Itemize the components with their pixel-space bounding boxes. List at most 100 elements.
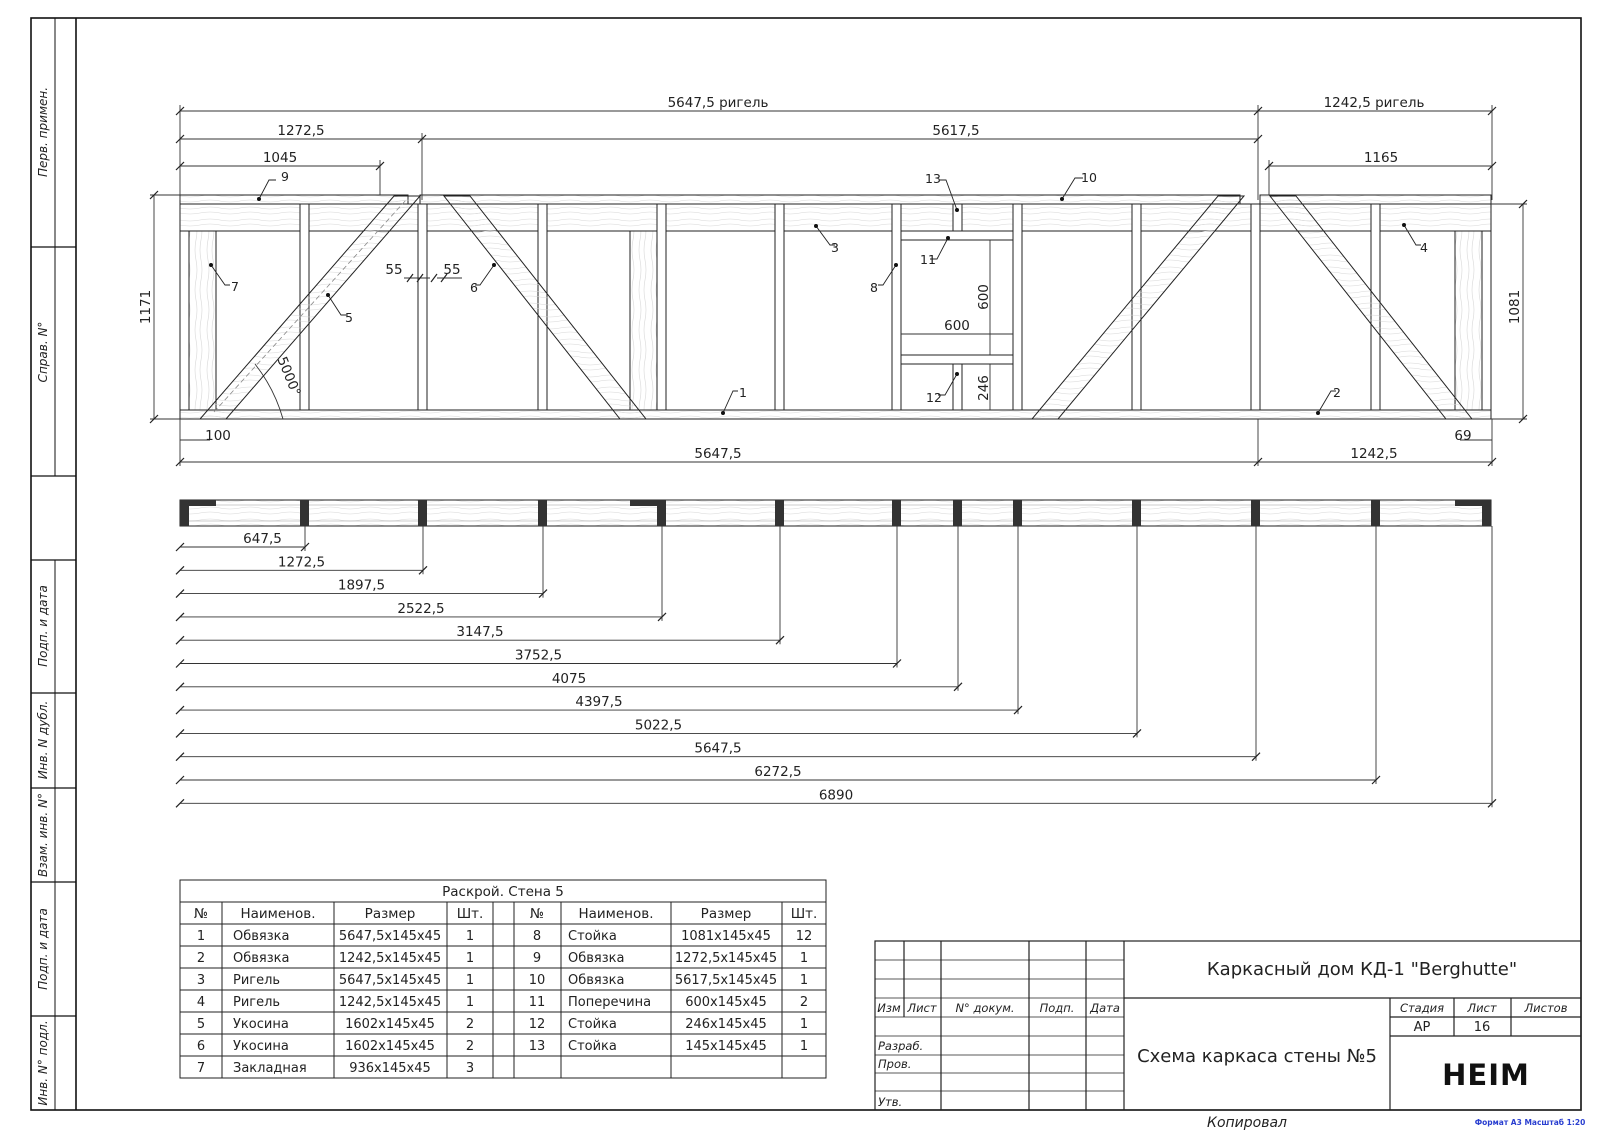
tb-sheet-value: 16 bbox=[1474, 1020, 1491, 1035]
chain-dim-tick-end bbox=[1013, 705, 1023, 715]
cut-table-cell: 246х145х45 bbox=[685, 1017, 767, 1032]
th-qty-right: Шт. bbox=[791, 906, 818, 922]
brace-right-b bbox=[1268, 195, 1474, 420]
title-block bbox=[874, 940, 1582, 1111]
callout-9: 9 bbox=[281, 169, 289, 184]
side-label-podp2: Подп. и дата bbox=[36, 908, 50, 990]
cut-table-cell: 1242,5х145х45 bbox=[339, 951, 441, 966]
chain-dim-tick-start bbox=[175, 542, 185, 552]
top-plate-10 bbox=[419, 194, 1241, 205]
cut-table-cell: 3 bbox=[197, 973, 205, 988]
cut-table-cell: 2 bbox=[800, 995, 808, 1010]
chain-dim-tick-end bbox=[657, 612, 667, 622]
callout-13: 13 bbox=[925, 171, 941, 186]
cut-table-cell: 4 bbox=[197, 995, 205, 1010]
chain-dim-label: 647,5 bbox=[243, 531, 282, 547]
chain-dim-tick-start bbox=[175, 565, 185, 575]
tb-sheet-label: Лист bbox=[1466, 1001, 1496, 1015]
th-size-right: Размер bbox=[701, 906, 752, 922]
cut-table-cell: 1602х145х45 bbox=[345, 1039, 435, 1054]
cut-table bbox=[179, 879, 827, 1079]
dim-5647-bottom: 5647,5 bbox=[694, 446, 741, 462]
chain-dim-tick-start bbox=[175, 682, 185, 692]
tb-col-docum: N° докум. bbox=[955, 1001, 1014, 1015]
cut-table-cell: 2 bbox=[197, 951, 205, 966]
dim-5617: 5617,5 bbox=[932, 123, 979, 139]
cut-table-cell: 936х145х45 bbox=[349, 1061, 431, 1076]
cut-table-cell: 1242,5х145х45 bbox=[339, 995, 441, 1010]
cut-table-cell: 7 bbox=[197, 1061, 205, 1076]
chain-dim-label: 4075 bbox=[552, 671, 586, 687]
cut-table-cell: 1 bbox=[800, 1017, 808, 1032]
chain-dim-tick-start bbox=[175, 728, 185, 738]
th-num-right: № bbox=[530, 906, 544, 922]
chain-dim-label: 3147,5 bbox=[456, 624, 503, 640]
cut-table-cell: 1 bbox=[466, 951, 474, 966]
wall-elevation bbox=[179, 194, 1492, 420]
cut-table-cell: 2 bbox=[466, 1039, 474, 1054]
sheet-frame bbox=[30, 17, 1582, 1111]
cut-table-text: Раскрой. Стена 5 № Наименов. Размер Шт. … bbox=[194, 884, 817, 922]
cut-table-cell: 5617,5х145х45 bbox=[675, 973, 777, 988]
callout-8: 8 bbox=[870, 280, 878, 295]
copied-label: Копировал bbox=[1207, 1115, 1287, 1131]
cut-table-cell: Стойка bbox=[568, 1017, 617, 1032]
chain-dim-tick-end bbox=[1371, 775, 1381, 785]
chain-dim-tick-start bbox=[175, 635, 185, 645]
chain-dim-tick-end bbox=[775, 635, 785, 645]
cut-table-cell: 2 bbox=[466, 1017, 474, 1032]
chain-dim-label: 5022,5 bbox=[635, 717, 682, 733]
callout-dots bbox=[209, 197, 1406, 415]
tb-stage-label: Стадия bbox=[1400, 1001, 1444, 1015]
cut-table-cell: 1 bbox=[466, 973, 474, 988]
chain-dim-label: 1272,5 bbox=[278, 554, 325, 570]
chain-dim-tick-start bbox=[175, 752, 185, 762]
dim-5647-rigel: 5647,5 ригель bbox=[668, 95, 769, 111]
dim-1242-bottom: 1242,5 bbox=[1350, 446, 1397, 462]
chain-dim-tick-start bbox=[175, 775, 185, 785]
jamb-block bbox=[629, 230, 658, 411]
callout-labels: 9 7 5 6 1 3 8 11 12 13 10 2 4 bbox=[231, 169, 1428, 405]
chain-dim-tick-start bbox=[175, 589, 185, 599]
cut-table-cell: 5 bbox=[197, 1017, 205, 1032]
chain-dim-tick-start bbox=[175, 798, 185, 808]
chain-dim-label: 5647,5 bbox=[694, 741, 741, 757]
chain-dim-tick-end bbox=[892, 659, 902, 668]
chain-dim-label: 6890 bbox=[819, 787, 853, 803]
callout-3: 3 bbox=[831, 240, 839, 255]
tb-col-izm: Изм bbox=[877, 1001, 901, 1015]
chain-dim-tick-start bbox=[175, 612, 185, 622]
chain-dim-tick-end bbox=[953, 682, 963, 692]
cut-table-cell: Обвязка bbox=[568, 973, 624, 988]
dim-55-b: 55 bbox=[443, 262, 460, 278]
elevation-dimensions bbox=[150, 105, 1527, 466]
cut-table-cell: 1272,5х145х45 bbox=[675, 951, 777, 966]
brace-right-a bbox=[1030, 195, 1246, 420]
callout-12: 12 bbox=[926, 390, 942, 405]
tb-col-data: Дата bbox=[1089, 1001, 1120, 1015]
cut-table-cell: 11 bbox=[529, 995, 546, 1010]
cut-table-cell: 10 bbox=[529, 973, 546, 988]
callout-7: 7 bbox=[231, 279, 239, 294]
cut-table-cell: 1081х145х45 bbox=[681, 929, 771, 944]
cross-piece-bottom bbox=[900, 354, 1014, 365]
dim-1081: 1081 bbox=[1507, 290, 1523, 324]
cut-table-cell: 5647,5х145х45 bbox=[339, 973, 441, 988]
chain-dim-tick-end bbox=[300, 542, 310, 552]
th-name-right: Наименов. bbox=[578, 906, 653, 922]
cut-table-cell: Стойка bbox=[568, 1039, 617, 1054]
cut-table-cell: 1 bbox=[197, 929, 205, 944]
cut-table-cell: 145х145х45 bbox=[685, 1039, 767, 1054]
cut-table-cell: 5647,5х145х45 bbox=[339, 929, 441, 944]
tb-role-prov: Пров. bbox=[878, 1057, 911, 1071]
title-block-text: Изм Лист N° докум. Подп. Дата Разраб. Пр… bbox=[877, 959, 1585, 1131]
chain-dim-label: 2522,5 bbox=[397, 601, 444, 617]
top-plate-9 bbox=[179, 194, 409, 205]
th-name-left: Наименов. bbox=[240, 906, 315, 922]
dim-100: 100 bbox=[205, 428, 231, 444]
side-stamp-labels: Перв. примен. Справ. N° Подп. и дата Инв… bbox=[36, 87, 50, 1106]
cut-table-title: Раскрой. Стена 5 bbox=[442, 884, 564, 900]
cut-table-cell: Ригель bbox=[233, 995, 280, 1010]
